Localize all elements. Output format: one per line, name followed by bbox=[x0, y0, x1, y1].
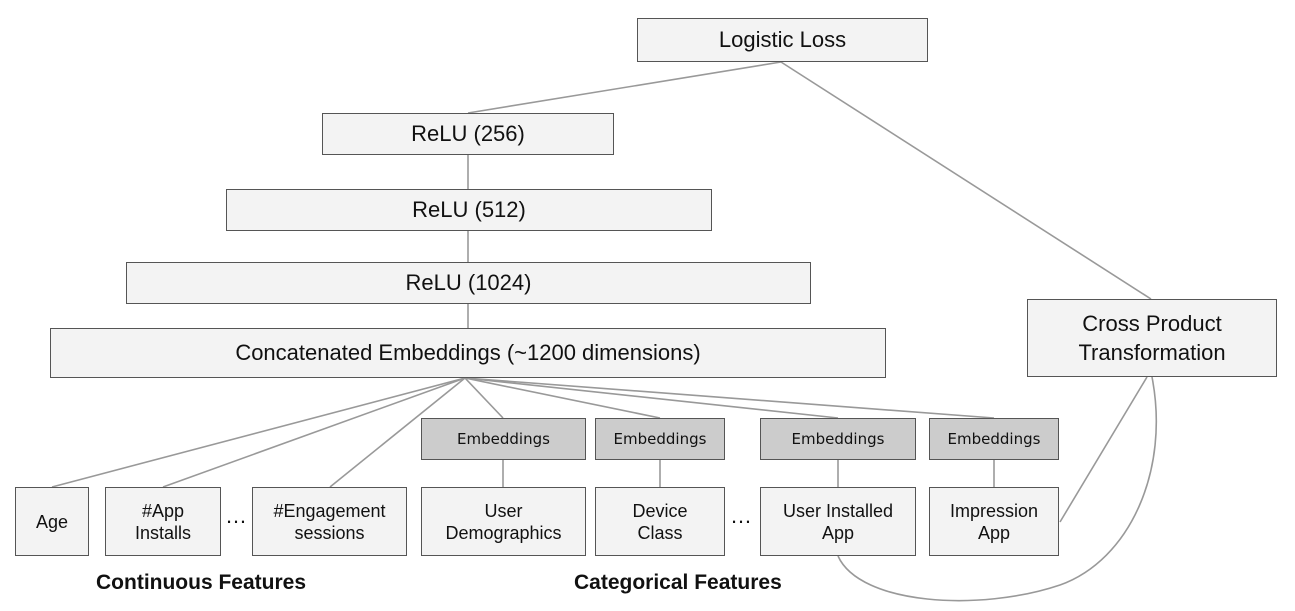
link-concat-engagement bbox=[329, 377, 466, 488]
categorical-ellipsis: … bbox=[730, 503, 753, 528]
continuous-ellipsis: … bbox=[225, 503, 248, 528]
embeddings-box-impression: Embeddings bbox=[929, 418, 1059, 460]
feature-user-demographics-label: User Demographics bbox=[445, 500, 562, 543]
embeddings-box-demographics: Embeddings bbox=[421, 418, 586, 460]
cross-product-label: Cross Product Transformation bbox=[1078, 311, 1226, 365]
relu-512-box: ReLU (512) bbox=[226, 189, 712, 231]
cross-product-box: Cross Product Transformation bbox=[1027, 299, 1277, 377]
feature-engagement-sessions-label: #Engagement sessions bbox=[273, 500, 386, 543]
concatenated-embeddings-box: Concatenated Embeddings (~1200 dimension… bbox=[50, 328, 886, 378]
link-concat-emb4 bbox=[464, 377, 995, 419]
link-concat-emb3 bbox=[464, 377, 839, 419]
relu-1024-label: ReLU (1024) bbox=[405, 270, 532, 295]
link-loss-relu256 bbox=[467, 61, 782, 114]
link-concat-appinstalls bbox=[162, 377, 466, 488]
feature-user-installed-app-label: User Installed App bbox=[782, 500, 894, 543]
feature-engagement-sessions: #Engagement sessions bbox=[252, 487, 407, 556]
concatenated-embeddings-label: Concatenated Embeddings (~1200 dimension… bbox=[235, 340, 701, 365]
embeddings-label: Embeddings bbox=[613, 430, 707, 448]
feature-age: Age bbox=[15, 487, 89, 556]
feature-impression-app-label: Impression App bbox=[949, 500, 1039, 543]
link-cross-installed bbox=[837, 376, 1158, 602]
categorical-features-label: Categorical Features bbox=[574, 571, 782, 594]
link-concat-age bbox=[51, 377, 466, 488]
logistic-loss-label: Logistic Loss bbox=[718, 27, 847, 52]
link-cross-impression bbox=[1059, 376, 1148, 523]
continuous-features-label: Continuous Features bbox=[96, 571, 307, 594]
relu-256-label: ReLU (256) bbox=[411, 121, 525, 146]
feature-user-installed-app: User Installed App bbox=[760, 487, 916, 556]
feature-device-class: Device Class bbox=[595, 487, 725, 556]
link-concat-emb1 bbox=[464, 377, 504, 419]
feature-user-demographics: User Demographics bbox=[421, 487, 586, 556]
feature-app-installs: #App Installs bbox=[105, 487, 221, 556]
link-concat-emb2 bbox=[464, 377, 661, 419]
embeddings-box-device: Embeddings bbox=[595, 418, 725, 460]
relu-256-box: ReLU (256) bbox=[322, 113, 614, 155]
logistic-loss-box: Logistic Loss bbox=[637, 18, 928, 62]
embeddings-label: Embeddings bbox=[791, 430, 885, 448]
relu-512-label: ReLU (512) bbox=[412, 197, 526, 222]
feature-impression-app: Impression App bbox=[929, 487, 1059, 556]
embeddings-label: Embeddings bbox=[457, 430, 550, 448]
link-loss-cross bbox=[780, 61, 1152, 300]
relu-1024-box: ReLU (1024) bbox=[126, 262, 811, 304]
embeddings-label: Embeddings bbox=[947, 430, 1041, 448]
feature-device-class-label: Device Class bbox=[632, 500, 688, 543]
embeddings-box-installed: Embeddings bbox=[760, 418, 916, 460]
feature-app-installs-label: #App Installs bbox=[134, 500, 192, 543]
feature-age-label: Age bbox=[35, 511, 69, 532]
